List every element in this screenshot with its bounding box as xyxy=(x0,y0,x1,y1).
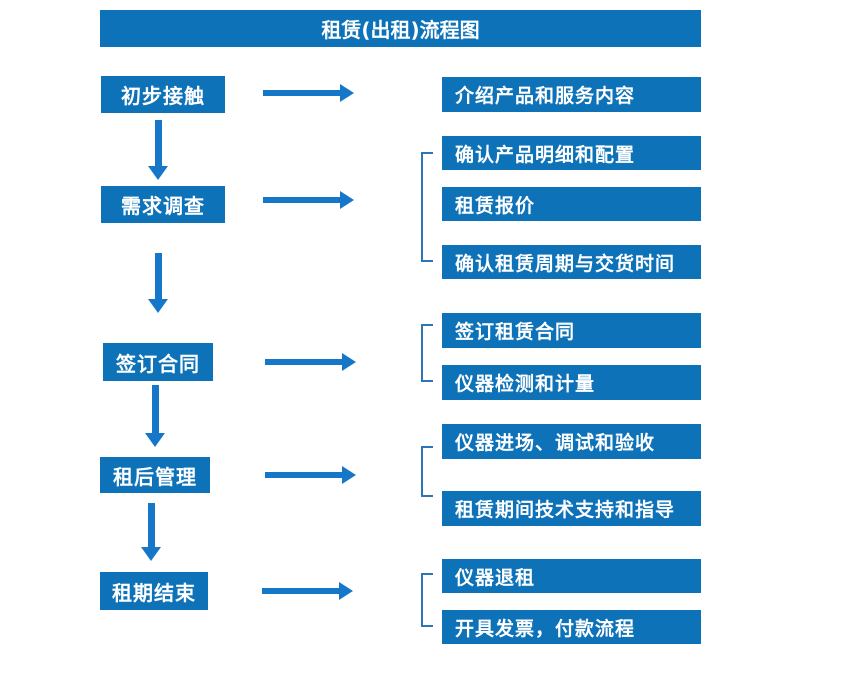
right-arrow-step4 xyxy=(265,466,356,484)
detail-instrument-setup-acceptance: 仪器进场、调试和验收 xyxy=(442,424,701,459)
group-bracket-step2 xyxy=(421,152,433,262)
arrow-head-icon xyxy=(342,353,356,371)
arrow-shaft xyxy=(265,359,343,365)
arrow-shaft xyxy=(152,385,159,434)
down-arrow-2 xyxy=(148,253,168,313)
right-arrow-step3 xyxy=(265,353,356,371)
arrow-head-icon xyxy=(340,191,354,209)
detail-rental-quote: 租赁报价 xyxy=(442,187,701,221)
arrow-head-icon xyxy=(340,84,354,102)
arrow-shaft xyxy=(155,253,162,300)
arrow-head-icon xyxy=(145,433,165,447)
arrow-shaft xyxy=(265,472,343,478)
step-lease-end: 租期结束 xyxy=(100,572,208,610)
detail-technical-support: 租赁期间技术支持和指导 xyxy=(442,491,701,526)
down-arrow-4 xyxy=(141,503,161,561)
arrow-head-icon xyxy=(148,166,168,180)
detail-instrument-return: 仪器退租 xyxy=(442,559,701,593)
right-arrow-step5 xyxy=(262,582,353,600)
flowchart-title: 租赁(出租)流程图 xyxy=(100,10,701,47)
group-bracket-step5 xyxy=(421,573,433,627)
down-arrow-1 xyxy=(148,120,168,180)
step-post-rental-management: 租后管理 xyxy=(100,457,210,493)
arrow-shaft xyxy=(148,503,155,548)
group-bracket-step4 xyxy=(421,446,433,497)
right-arrow-step2 xyxy=(263,191,354,209)
arrow-shaft xyxy=(262,588,340,594)
arrow-head-icon xyxy=(141,547,161,561)
arrow-shaft xyxy=(263,90,341,96)
detail-introduce-products: 介绍产品和服务内容 xyxy=(442,77,701,112)
detail-confirm-product-config: 确认产品明细和配置 xyxy=(442,136,701,170)
detail-invoice-payment: 开具发票，付款流程 xyxy=(442,610,701,644)
arrow-shaft xyxy=(155,120,162,167)
step-demand-survey: 需求调查 xyxy=(101,186,225,223)
detail-confirm-period-delivery: 确认租赁周期与交货时间 xyxy=(442,245,701,279)
step-sign-contract: 签订合同 xyxy=(103,343,213,381)
group-bracket-step3 xyxy=(421,324,433,382)
right-arrow-step1 xyxy=(263,84,354,102)
arrow-head-icon xyxy=(148,299,168,313)
arrow-head-icon xyxy=(342,466,356,484)
detail-instrument-testing: 仪器检测和计量 xyxy=(442,365,701,400)
down-arrow-3 xyxy=(145,385,165,447)
arrow-head-icon xyxy=(339,582,353,600)
detail-sign-rental-contract: 签订租赁合同 xyxy=(442,313,701,348)
arrow-shaft xyxy=(263,197,341,203)
step-initial-contact: 初步接触 xyxy=(101,76,225,113)
